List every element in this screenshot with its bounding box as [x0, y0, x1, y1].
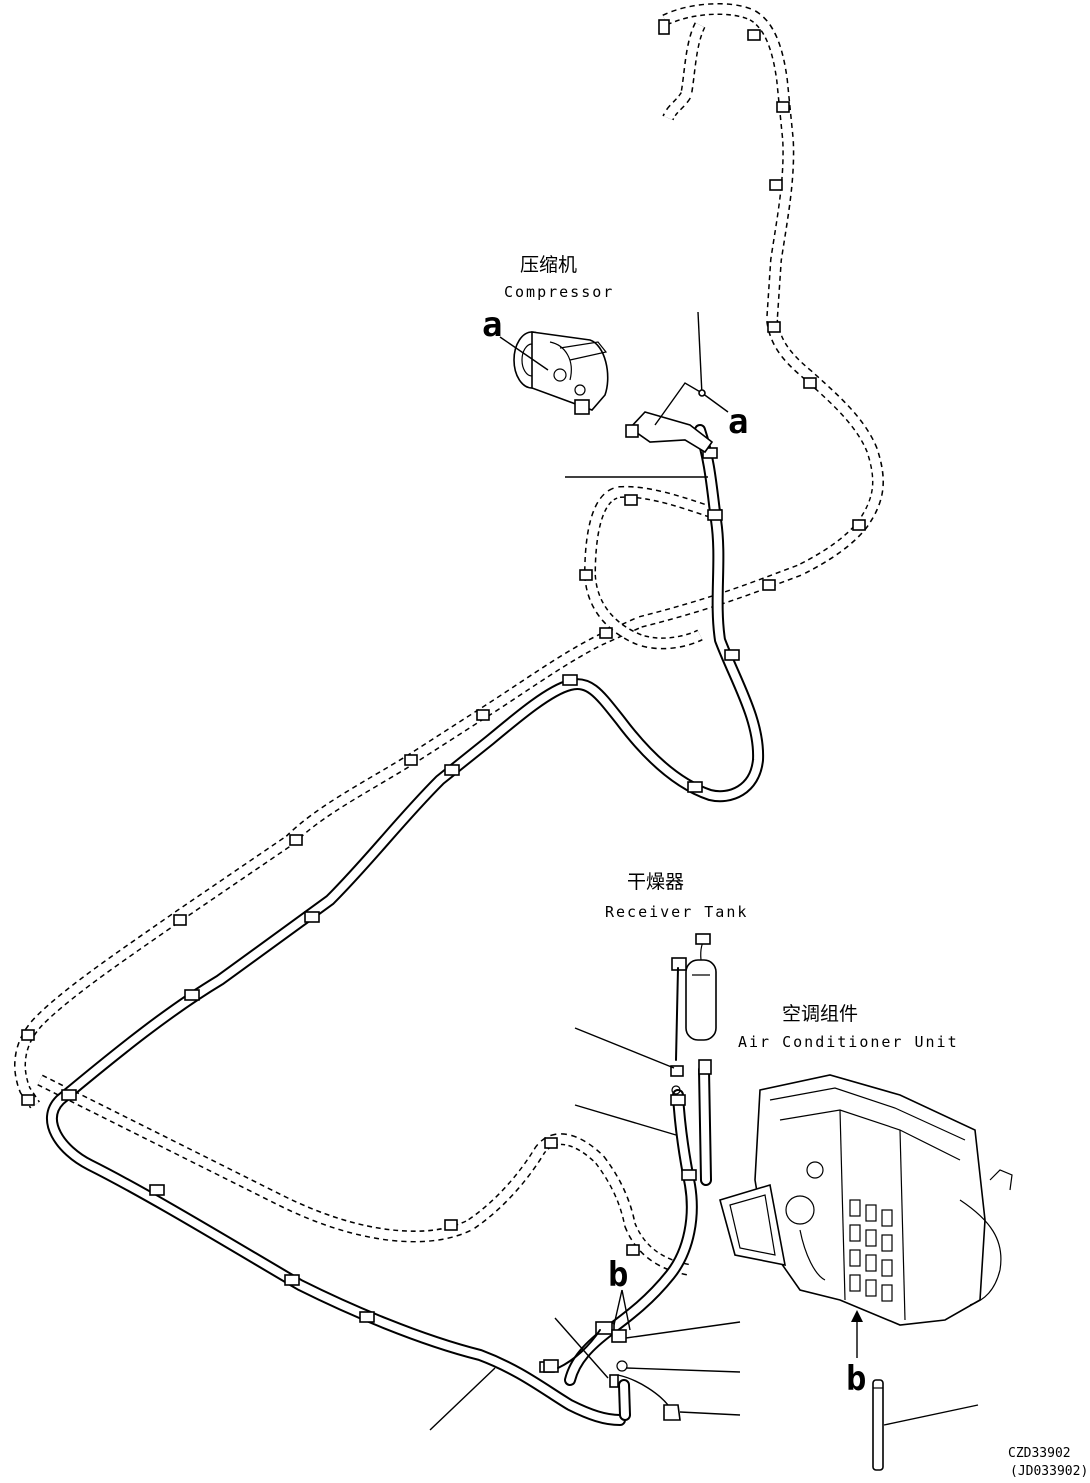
leader-lines — [429, 311, 979, 1431]
receiver-tank-illustration — [670, 933, 717, 1095]
fitting-group-b — [543, 1321, 681, 1421]
dashed-reference-route — [14, 2, 884, 1276]
compressor-hose-fitting — [625, 411, 714, 454]
ac-unit-label-cn: 空调组件 — [782, 1003, 859, 1025]
reference-code: (JD033902) — [1010, 1464, 1089, 1479]
ac-unit-grille — [849, 1199, 893, 1302]
callout-b-unit: b — [846, 1359, 867, 1399]
drain-hose — [872, 1379, 884, 1471]
receiver-tank-label-cn: 干燥器 — [627, 871, 685, 893]
callout-b-fitting: b — [608, 1255, 629, 1295]
solid-hose-routes — [46, 424, 765, 1426]
compressor-label-en: Compressor — [504, 283, 615, 301]
ac-unit-label-en: Air Conditioner Unit — [738, 1033, 959, 1051]
callout-a-hose: a — [728, 402, 749, 442]
compressor-illustration — [513, 331, 609, 415]
compressor-label-cn: 压缩机 — [520, 254, 578, 276]
air-conditioner-unit-illustration — [719, 1074, 1013, 1326]
drawing-code: CZD33902 — [1008, 1446, 1071, 1461]
callout-a-compressor: a — [482, 305, 503, 345]
receiver-tank-label-en: Receiver Tank — [605, 903, 749, 921]
